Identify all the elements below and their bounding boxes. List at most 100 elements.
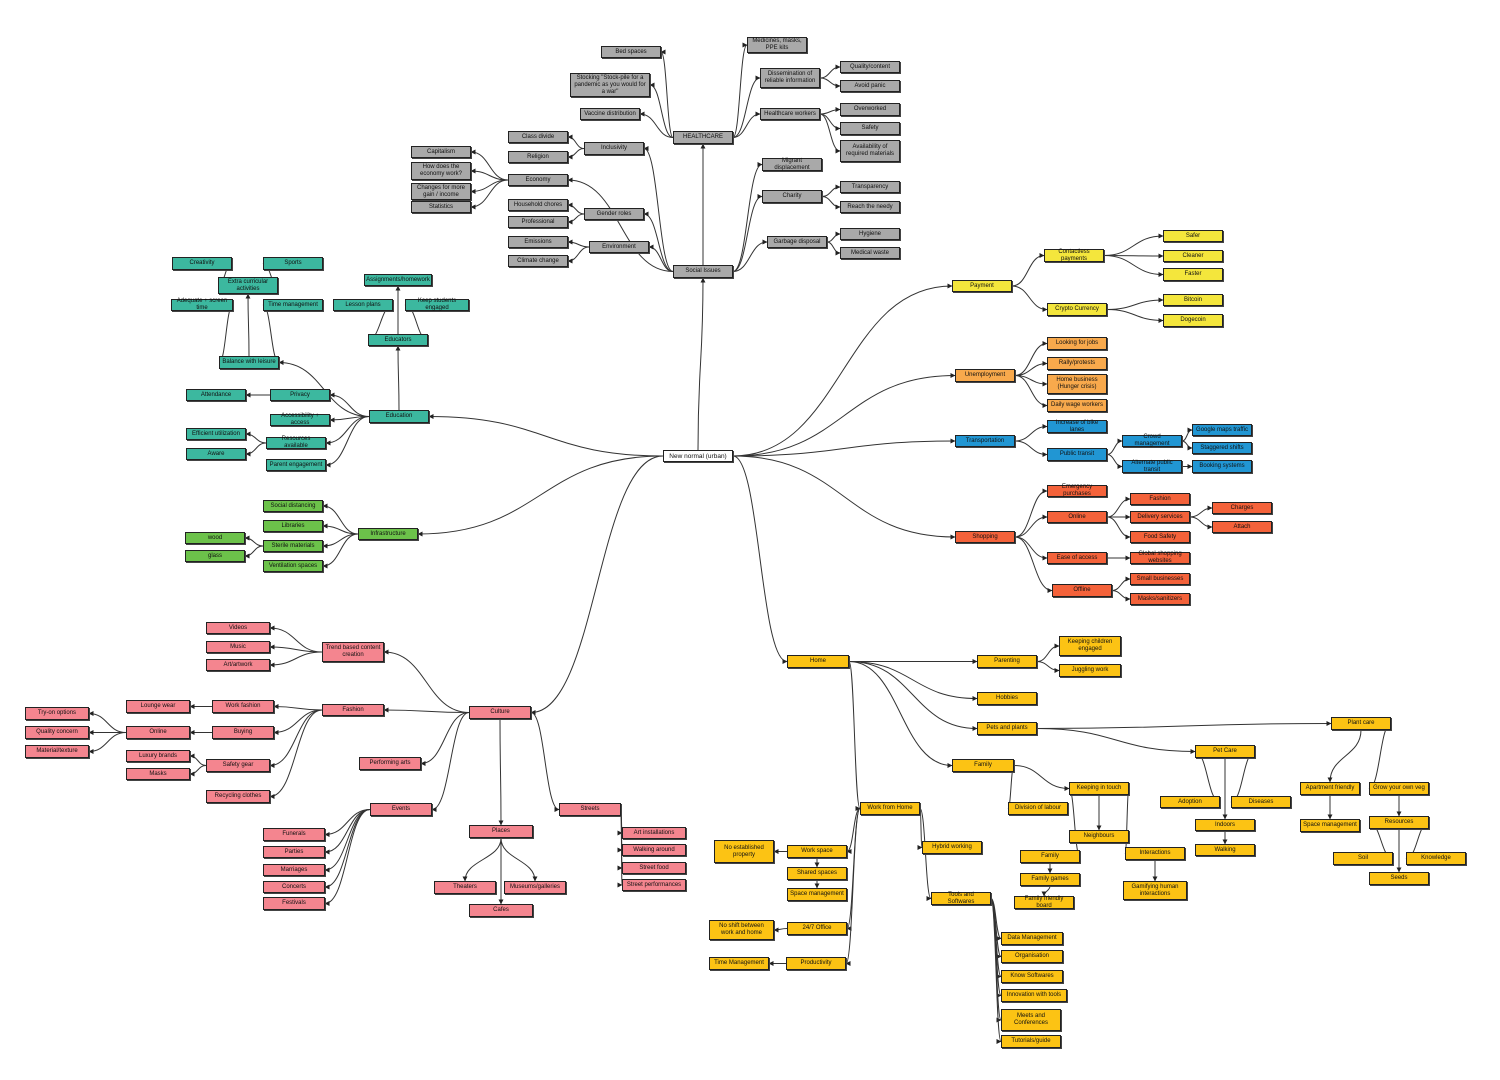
- node-gmaps: Google maps traffic: [1192, 424, 1252, 436]
- edge-root-edu: [428, 414, 664, 457]
- edge-root-unemp: [732, 373, 956, 457]
- node-home: Home: [787, 655, 849, 668]
- node-label: Keeping in touch: [1076, 785, 1122, 791]
- node-label: Know Softwares: [1010, 973, 1054, 979]
- edge-social-garbage: [732, 239, 768, 272]
- node-videos: Videos: [206, 622, 270, 634]
- edge-root-shop: [732, 455, 956, 540]
- node-social: Social Issues: [673, 265, 733, 278]
- node-resources: Resources: [1369, 816, 1429, 829]
- node-label: Offline: [1073, 587, 1091, 593]
- node-noshift: No shift between work and home: [709, 920, 774, 940]
- edge-office-noshift: [773, 927, 788, 933]
- edge-culture-perform: [420, 712, 470, 766]
- node-online: Online: [1047, 511, 1107, 523]
- edge-econ-stats: [470, 179, 509, 210]
- edge-edu-privacy: [329, 392, 370, 417]
- node-lounge: Lounge wear: [126, 700, 190, 713]
- node-label: Household chores: [513, 201, 563, 208]
- node-workspace: Work space: [787, 845, 847, 858]
- edge-health-meds: [732, 42, 748, 138]
- node-label: Home: [809, 658, 826, 664]
- node-label: Walking around: [633, 846, 675, 853]
- node-label: Climate change: [517, 257, 559, 264]
- node-educators: Educators: [368, 334, 428, 346]
- node-disease: Diseases: [1231, 796, 1291, 808]
- node-label: Emergency purchases: [1061, 484, 1093, 497]
- node-shared: Shared spaces: [787, 867, 847, 880]
- edge-contactless-safer: [1103, 233, 1164, 256]
- edge-root-culture: [530, 455, 664, 715]
- node-label: Places: [491, 828, 510, 834]
- node-access: Accessibility + access: [270, 413, 330, 426]
- node-label: Online: [149, 729, 167, 735]
- edge-gear-luxury: [189, 753, 207, 766]
- edge-env-climate: [567, 246, 590, 264]
- node-label: Social Issues: [685, 268, 721, 274]
- node-office: 24/7 Office: [787, 922, 847, 935]
- node-label: Bitcoin: [1183, 296, 1202, 303]
- node-creat: Creativity: [172, 257, 232, 270]
- edge-home-wfh: [848, 661, 861, 811]
- node-cleaner: Cleaner: [1163, 250, 1223, 262]
- node-walking: Walking: [1195, 844, 1255, 856]
- node-walkar: Walking around: [622, 844, 686, 856]
- edge-charity-transp: [821, 184, 841, 197]
- edge-health-vacc: [639, 111, 674, 138]
- node-perform: Performing arts: [359, 757, 421, 770]
- node-pubt: Public transit: [1047, 448, 1107, 461]
- node-label: Balance with leisure: [222, 359, 276, 365]
- node-label: Crowd management: [1134, 434, 1170, 447]
- node-kids: Keeping children engaged: [1059, 636, 1121, 656]
- node-unemp: Unemployment: [955, 369, 1015, 382]
- node-stock: Stocking "Stock-pile for a pandemic as y…: [570, 73, 650, 97]
- node-gender: Gender roles: [584, 208, 644, 220]
- node-label: No shift between work and home: [719, 923, 764, 936]
- node-bike: Increase of bike lanes: [1047, 420, 1107, 433]
- node-label: Adequate + screen time: [176, 298, 228, 311]
- node-gamify: Gamifying human interactions: [1123, 881, 1187, 900]
- edge-wfh-hybrid: [917, 808, 923, 850]
- node-label: Masks: [149, 770, 167, 777]
- node-effic: Efficient utilization: [186, 428, 246, 440]
- node-label: Theaters: [453, 884, 477, 890]
- node-label: Education: [385, 413, 413, 419]
- node-wfh: Work from Home: [860, 802, 920, 815]
- node-label: Trend based content creation: [325, 645, 381, 658]
- node-label: Professional: [521, 218, 555, 225]
- node-label: Parent engagement: [269, 461, 323, 468]
- node-hybrid: Hybrid working: [922, 841, 982, 854]
- node-contactless: Contactless payments: [1044, 249, 1104, 262]
- node-meds: Medicines, masks, PPE kits: [747, 37, 807, 53]
- edge-contactless-faster: [1103, 255, 1164, 277]
- edge-trend-art: [269, 651, 323, 668]
- node-dissem: Dissemination of reliable information: [760, 68, 820, 88]
- node-lesson: Lesson plans: [333, 299, 393, 311]
- node-label: Events: [391, 806, 411, 812]
- node-vent: Ventilation spaces: [263, 560, 323, 572]
- node-resav: Resources available: [266, 436, 326, 449]
- edge-culture-places: [498, 718, 504, 826]
- node-label: Assignments/homework: [366, 276, 430, 283]
- node-label: Bed spaces: [615, 48, 647, 55]
- edge-charity-reach: [821, 196, 841, 210]
- edge-home-family: [848, 661, 953, 768]
- node-emis: Emissions: [508, 236, 568, 248]
- node-label: Dogecoin: [1180, 317, 1206, 323]
- node-incl: Inclusivity: [584, 142, 644, 155]
- edge-health-dissem: [732, 75, 761, 138]
- node-homebiz: Home business (Hunger crisis): [1047, 374, 1107, 394]
- node-sfood: Street food: [622, 862, 686, 874]
- node-label: Sports: [284, 260, 302, 266]
- node-label: Neighbours: [1083, 833, 1115, 839]
- node-label: Juggling work: [1071, 667, 1109, 673]
- node-label: Alternate public transit: [1131, 459, 1173, 473]
- node-masksan: Masks/sanitizers: [1130, 593, 1190, 605]
- node-conline: Online: [126, 726, 190, 739]
- edge-garbage-medwaste: [826, 241, 841, 256]
- node-bitcoin: Bitcoin: [1163, 294, 1223, 306]
- node-avail: Availability of required materials: [840, 140, 900, 162]
- node-emerg: Emergency purchases: [1047, 484, 1107, 497]
- node-booking: Booking systems: [1192, 460, 1252, 473]
- node-label: Streets: [580, 806, 600, 812]
